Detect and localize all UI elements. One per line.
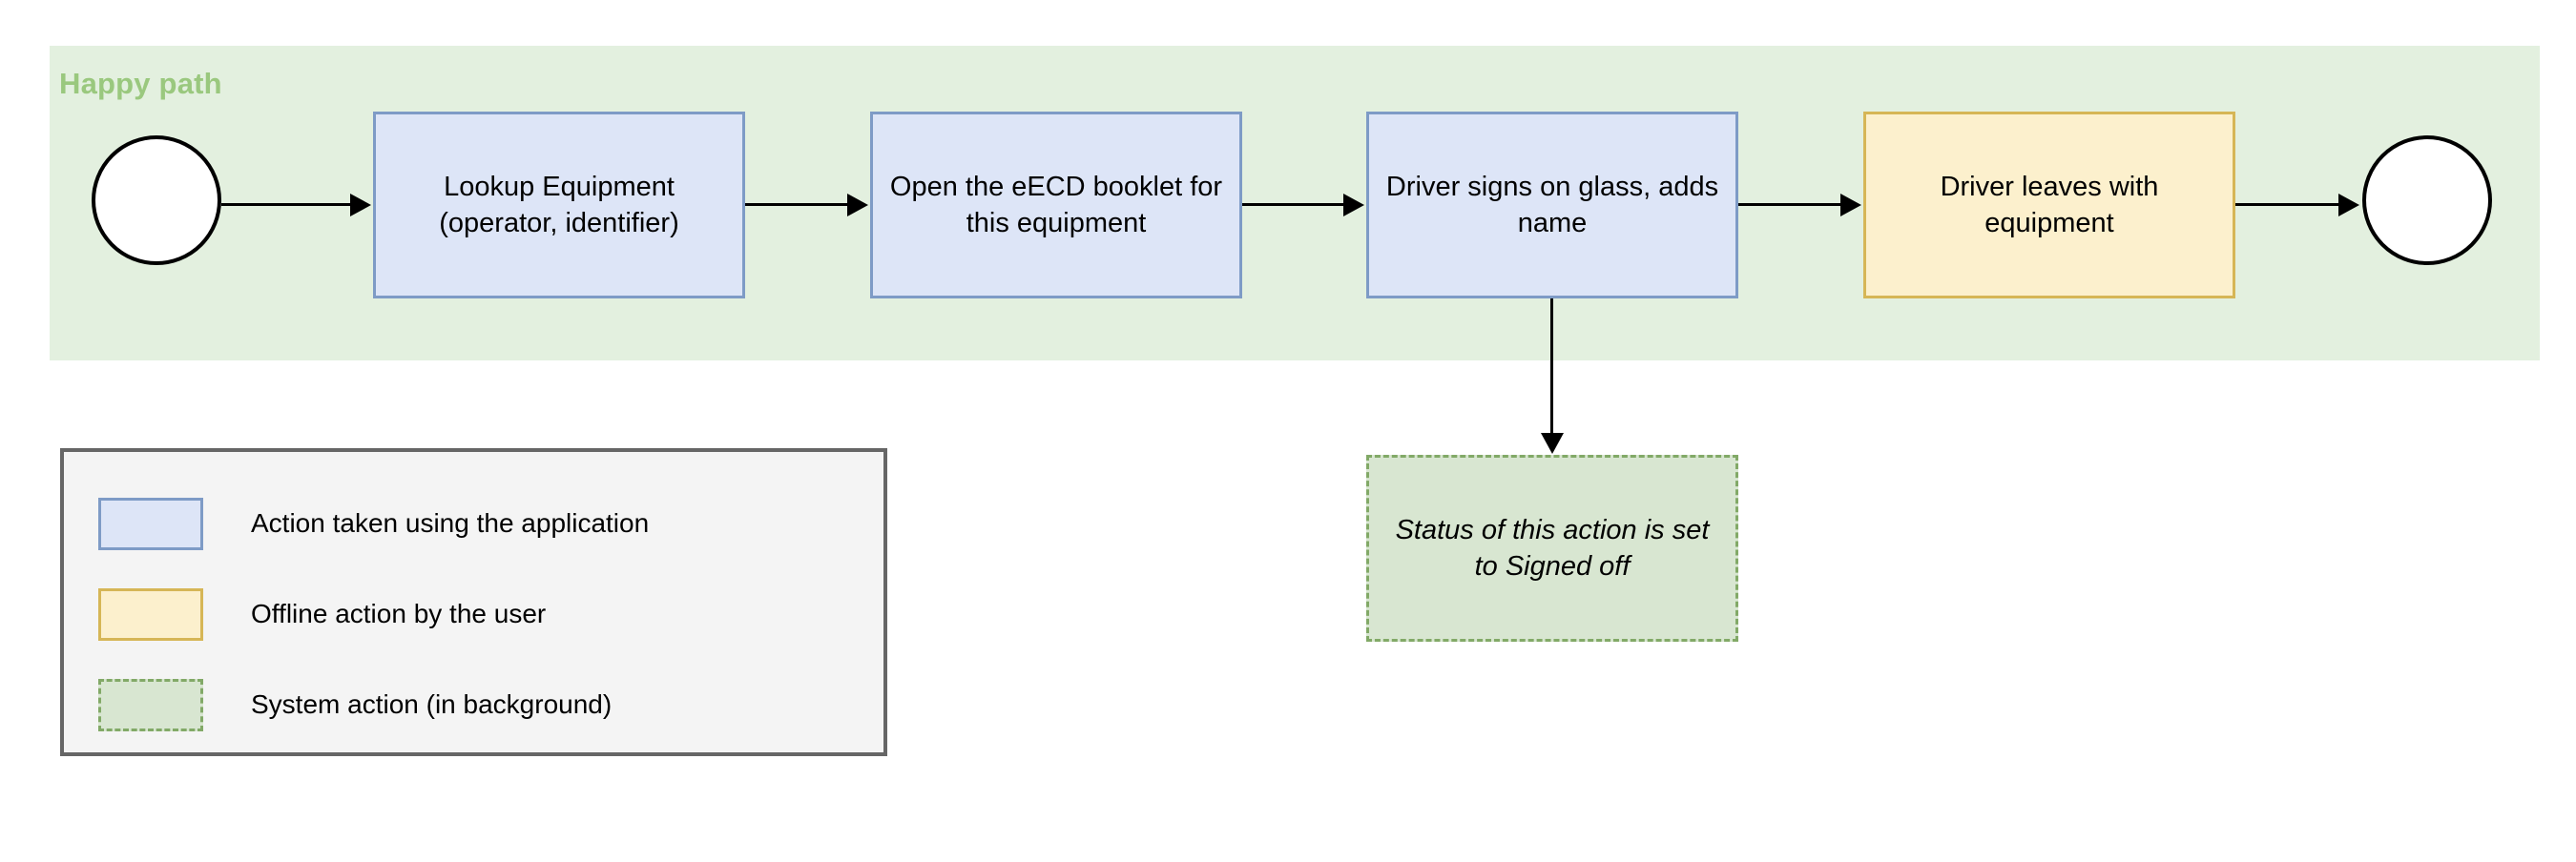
legend-item-offline: Offline action by the user [64,585,883,644]
edge-lookup-to-booklet-line [745,203,849,206]
edge-start-to-lookup-line [221,203,352,206]
edge-leaves-to-end-line [2235,203,2340,206]
edge-signs-to-leaves-line [1738,203,1842,206]
node-open-eecd-booklet-label: Open the eECD booklet for this equipment [889,171,1223,238]
edge-start-to-lookup-arrowhead-icon [350,194,371,216]
end-terminal-node[interactable] [2362,135,2492,265]
legend-swatch-application-icon [98,497,203,550]
node-lookup-equipment-label: Lookup Equipment (operator, identifier) [439,171,679,238]
node-driver-leaves-with-equipment[interactable]: Driver leaves with equipment [1863,112,2235,298]
legend-label-system: System action (in background) [251,689,613,719]
legend-swatch-offline-icon [98,587,203,641]
legend-label-offline: Offline action by the user [251,599,547,628]
legend-item-application: Action taken using the application [64,494,883,553]
edge-signs-to-status-arrowhead-icon [1541,433,1564,454]
legend-swatch-system-icon [98,678,203,731]
node-lookup-equipment[interactable]: Lookup Equipment (operator, identifier) [373,112,745,298]
node-open-eecd-booklet[interactable]: Open the eECD booklet for this equipment [870,112,1242,298]
edge-signs-to-status-line [1550,298,1553,437]
node-driver-signs-on-glass-label: Driver signs on glass, adds name [1385,171,1719,238]
edge-leaves-to-end-arrowhead-icon [2338,194,2359,216]
node-status-signed-off-label: Status of this action is set to Signed o… [1395,514,1710,582]
edge-signs-to-leaves-arrowhead-icon [1840,194,1861,216]
edge-lookup-to-booklet-arrowhead-icon [847,194,868,216]
start-terminal-node[interactable] [92,135,221,265]
node-driver-signs-on-glass[interactable]: Driver signs on glass, adds name [1366,112,1738,298]
legend-label-application: Action taken using the application [251,508,650,538]
edge-booklet-to-signs-line [1242,203,1345,206]
node-status-signed-off[interactable]: Status of this action is set to Signed o… [1366,455,1738,642]
node-driver-leaves-with-equipment-label: Driver leaves with equipment [1940,171,2159,238]
edge-booklet-to-signs-arrowhead-icon [1343,194,1364,216]
happy-path-lane-title: Happy path [59,67,222,100]
legend-item-system: System action (in background) [64,675,883,734]
legend-panel: Action taken using the application Offli… [60,448,887,756]
